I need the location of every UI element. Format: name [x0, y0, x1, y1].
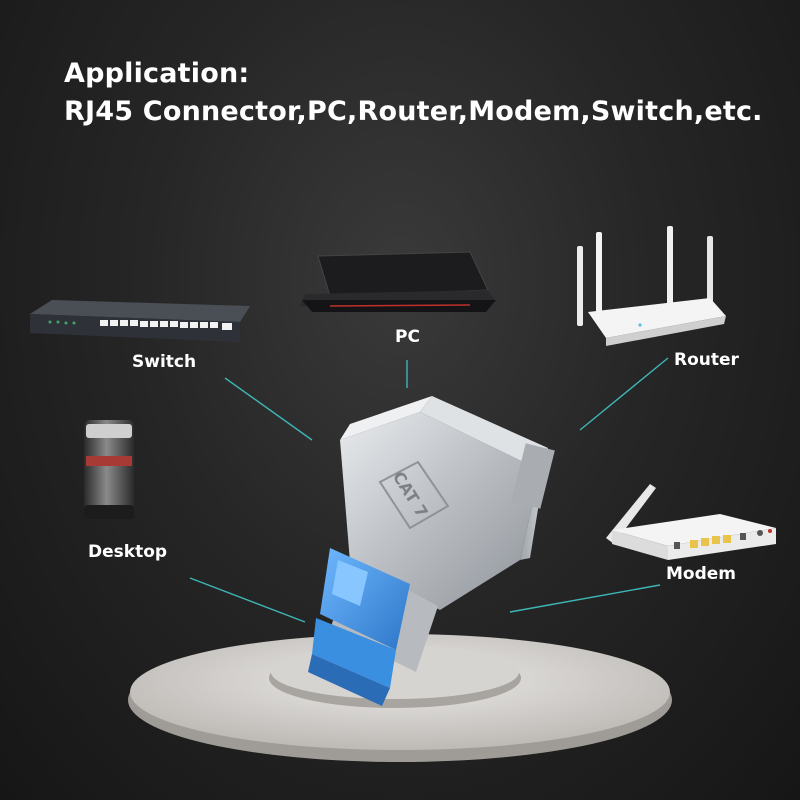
rj45-connector-illustration — [308, 396, 555, 706]
label-router: Router — [674, 350, 739, 370]
pedestal — [128, 634, 672, 762]
switch-icon — [30, 300, 250, 342]
line-router — [579, 357, 669, 431]
label-pc: PC — [395, 327, 420, 347]
connector-lines — [189, 357, 669, 623]
router-icon — [577, 226, 726, 346]
modem-icon — [606, 484, 776, 560]
label-desktop: Desktop — [88, 542, 168, 562]
line-modem — [509, 584, 661, 613]
label-switch: Switch — [132, 352, 197, 372]
heading-title: Application: — [64, 58, 250, 89]
line-desktop — [189, 577, 306, 623]
heading-subtitle: RJ45 Connector,PC,Router,Modem,Switch,et… — [64, 96, 763, 127]
desktop-tower-icon — [84, 420, 134, 519]
laptop-icon — [300, 251, 496, 312]
label-modem: Modem — [666, 564, 737, 584]
line-switch — [224, 377, 313, 441]
